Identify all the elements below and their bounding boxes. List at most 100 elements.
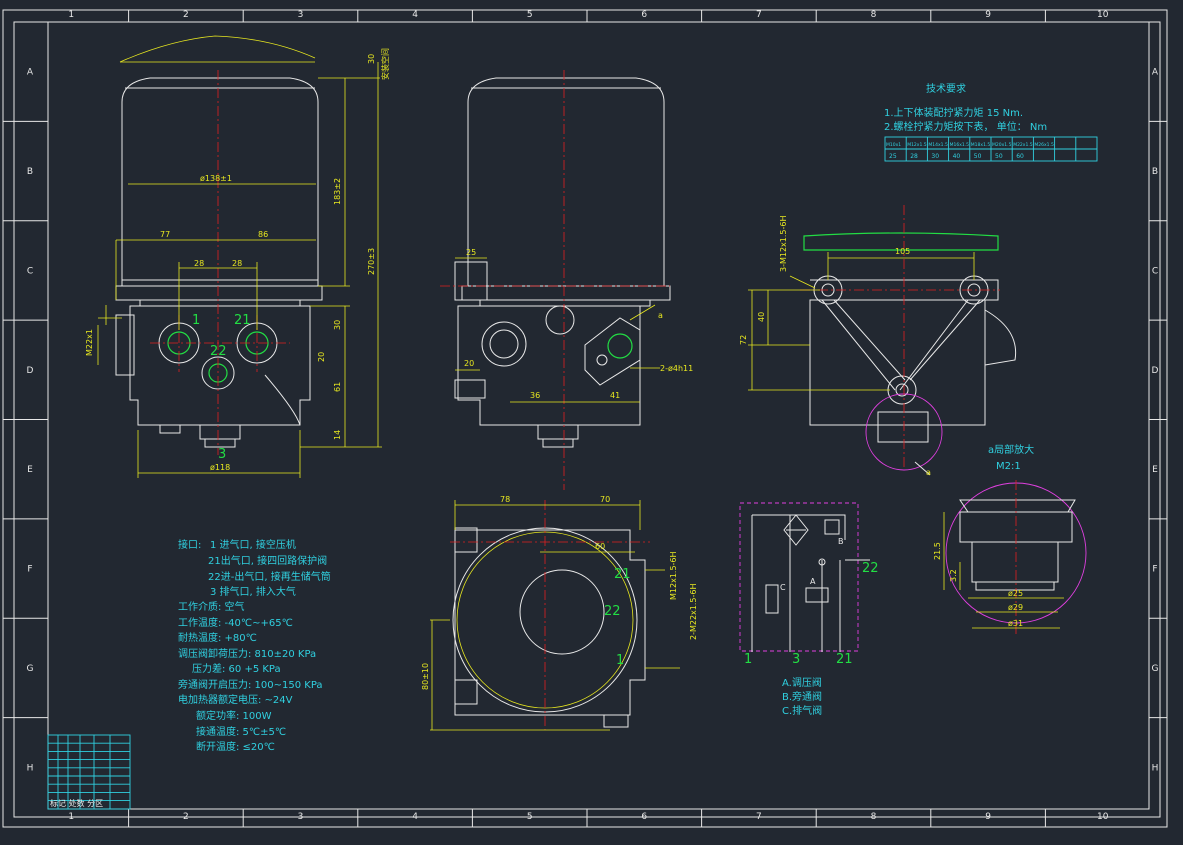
bottom-thread-1: M12x1.5-6H — [669, 551, 678, 600]
row-label-B-right: B — [1152, 167, 1158, 177]
side-holes: 2-ø4h11 — [660, 364, 693, 373]
bottom-port-22: 22 — [604, 604, 621, 619]
col-label-6-bottom: 6 — [641, 812, 647, 822]
dim-w77: 77 — [160, 230, 170, 239]
bottom-dim-78: 78 — [500, 495, 510, 504]
bottom-view: 78 70 60 80±10 M12x1.5-6H 2-M22x1.5-6H 2… — [421, 495, 698, 731]
spec-medium: 工作介质: 空气 — [178, 600, 245, 613]
port-22-desc: 22进-出气口, 接再生储气筒 — [208, 570, 331, 583]
bottom-port-1: 1 — [616, 653, 624, 668]
col-label-3-bottom: 3 — [298, 812, 304, 822]
schem-label-b: B.旁通阀 — [782, 690, 822, 703]
row-label-B-left: B — [27, 167, 33, 177]
torque-head: M12x1.5 — [907, 142, 927, 148]
ports-title: 接口: — [178, 538, 201, 551]
dim-h20: 20 — [317, 352, 326, 362]
torque-head: M22x1.5 — [1013, 142, 1033, 148]
bottom-dim-70: 70 — [600, 495, 610, 504]
row-label-D-right: D — [1152, 366, 1159, 376]
title-block-row-label: 标记 处数 分区 — [50, 798, 103, 808]
front-view: ø138±1 77 86 28 28 ø118 183±2 270±3 30 安… — [85, 35, 390, 478]
row-label-D-left: D — [27, 366, 34, 376]
row-label-C-right: C — [1152, 266, 1158, 276]
detail-dim-32: 3.2 — [949, 569, 958, 582]
spec-on-temp: 接通温度: 5℃±5℃ — [196, 725, 286, 738]
torque-head: M14x1.5 — [928, 142, 948, 148]
col-label-10-bottom: 10 — [1097, 812, 1109, 822]
schem-port-3: 3 — [792, 652, 800, 667]
row-label-A-left: A — [27, 68, 34, 78]
side-view: 25 20 36 41 2-ø4h11 a — [440, 70, 693, 490]
torque-value: 50 — [995, 153, 1003, 160]
detail-d25: ø25 — [1008, 589, 1023, 598]
side-dim-36: 36 — [530, 391, 540, 400]
tech-requirements: 技术要求 1.上下体装配拧紧力矩 15 Nm. 2.螺栓拧紧力矩按下表， 单位：… — [884, 82, 1098, 162]
spec-bypass: 旁通阀开启压力: 100~150 KPa — [178, 678, 323, 691]
right-dim-105: 105 — [895, 247, 910, 256]
detail-a: a局部放大 M2:1 ø25 ø29 ø31 21.5 3.2 — [933, 443, 1087, 635]
torque-value: 50 — [974, 153, 982, 160]
port-3-label: 3 — [218, 447, 226, 462]
dim-h30: 30 — [367, 54, 376, 64]
torque-head: M20x1.5 — [992, 142, 1012, 148]
col-label-9-top: 9 — [985, 10, 991, 20]
col-label-5-top: 5 — [527, 10, 533, 20]
tech-req-line2: 2.螺栓拧紧力矩按下表， 单位： Nm — [884, 120, 1047, 133]
spec-power: 额定功率: 100W — [196, 709, 272, 722]
row-label-C-left: C — [27, 266, 33, 276]
col-label-1-top: 1 — [68, 10, 74, 20]
schem-label-c: C.排气阀 — [782, 704, 822, 717]
dim-w28b: 28 — [232, 259, 242, 268]
col-label-7-top: 7 — [756, 10, 762, 20]
dim-h14: 14 — [333, 430, 342, 440]
schem-mark-b: B — [838, 537, 844, 546]
col-label-8-bottom: 8 — [871, 812, 877, 822]
port-21-label: 21 — [234, 313, 251, 328]
row-label-F-right: F — [1152, 565, 1157, 575]
col-label-2-top: 2 — [183, 10, 189, 20]
detail-d29: ø29 — [1008, 603, 1023, 612]
torque-head: M26x1.5 — [1034, 142, 1054, 148]
spec-off-temp: 断开温度: ≤20℃ — [196, 740, 275, 753]
row-label-E-right: E — [1152, 465, 1158, 475]
torque-head: M16x1.5 — [950, 142, 970, 148]
spec-unload: 调压阀卸荷压力: 810±20 KPa — [178, 647, 316, 660]
right-dim-40: 40 — [757, 312, 766, 322]
row-label-F-left: F — [27, 565, 32, 575]
col-label-7-bottom: 7 — [756, 812, 762, 822]
col-label-8-top: 8 — [871, 10, 877, 20]
dim-h30b: 30 — [333, 320, 342, 330]
schem-label-a: A.调压阀 — [782, 676, 822, 689]
row-label-E-left: E — [27, 465, 33, 475]
schem-port-1: 1 — [744, 652, 752, 667]
torque-value: 28 — [910, 153, 918, 160]
torque-head: M18x1.5 — [971, 142, 991, 148]
row-label-H-left: H — [27, 763, 34, 773]
spec-temp: 工作温度: -40℃~+65℃ — [178, 616, 293, 629]
dim-w28a: 28 — [194, 259, 204, 268]
col-label-6-top: 6 — [641, 10, 647, 20]
right-thread: 3-M12x1.5-6H — [779, 215, 788, 272]
right-dim-72: 72 — [739, 335, 748, 345]
right-view: 105 40 72 3-M12x1.5-6H a — [739, 205, 1017, 477]
side-dim-41: 41 — [610, 391, 620, 400]
detail-dim-215: 21.5 — [933, 542, 942, 560]
right-mark-a: a — [926, 468, 931, 477]
tech-req-title: 技术要求 — [926, 82, 966, 95]
row-label-A-right: A — [1152, 68, 1159, 78]
side-dim-25: 25 — [466, 248, 476, 257]
col-label-9-bottom: 9 — [985, 812, 991, 822]
port-3-desc: 3 排气口, 排入大气 — [210, 585, 296, 598]
torque-value: 25 — [889, 153, 897, 160]
port-21-desc: 21出气口, 接四回路保护阀 — [208, 554, 327, 567]
side-mark-a: a — [658, 311, 663, 320]
col-label-2-bottom: 2 — [183, 812, 189, 822]
dim-d138: ø138±1 — [200, 174, 232, 183]
torque-value: 60 — [1016, 153, 1024, 160]
port-1-desc: 1 进气口, 接空压机 — [210, 538, 296, 551]
schem-port-22: 22 — [862, 561, 879, 576]
